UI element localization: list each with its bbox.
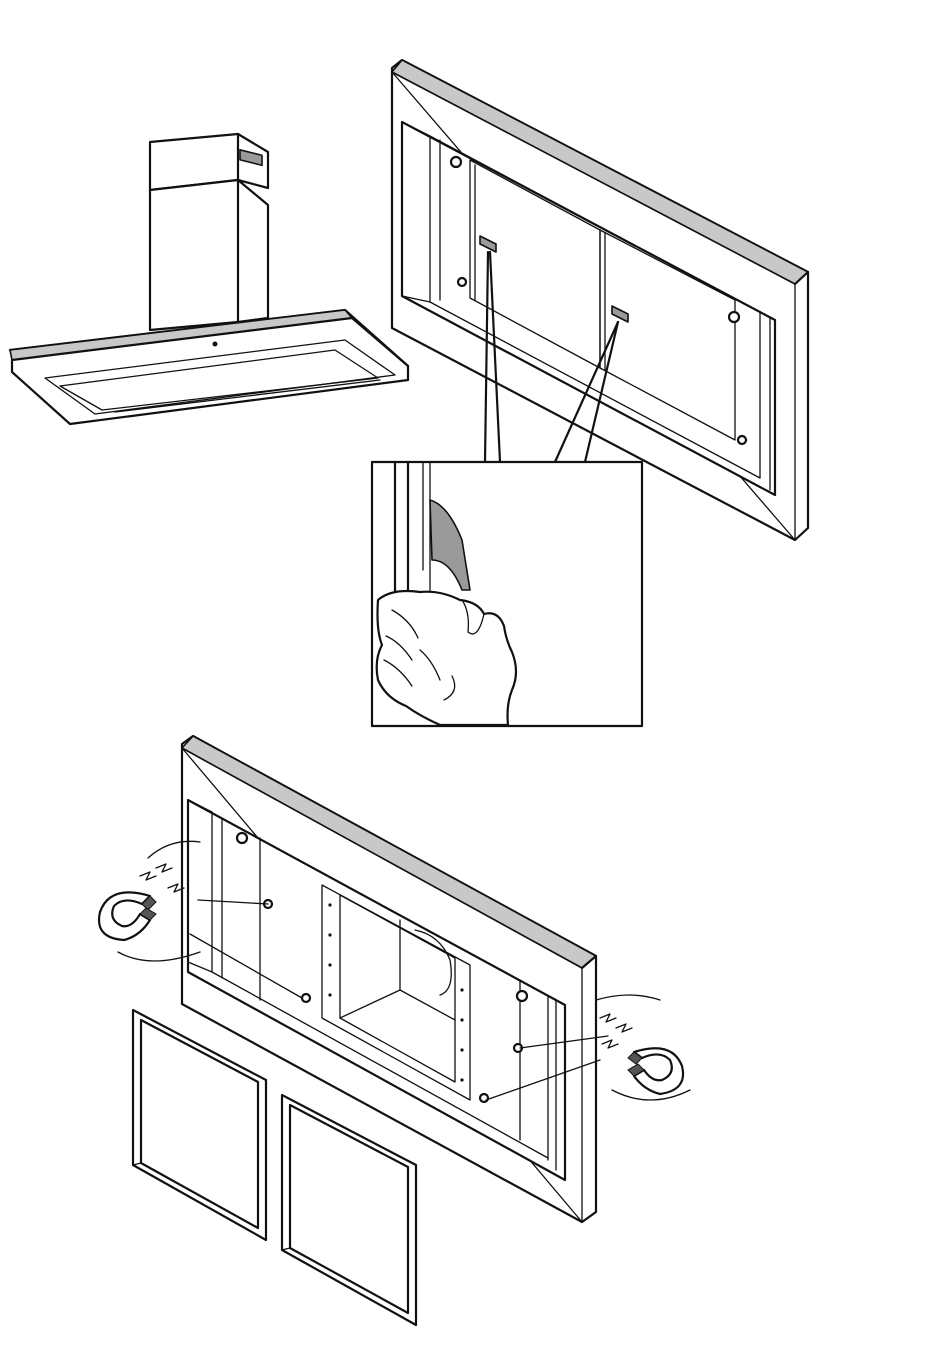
hood-overview [10,134,408,424]
adhesive-peel-detail [372,462,642,726]
magnet-icon [99,892,156,940]
grease-filter-icon [282,1095,416,1325]
magnet-icon [628,1048,683,1094]
grease-filter-icon [133,1010,266,1240]
